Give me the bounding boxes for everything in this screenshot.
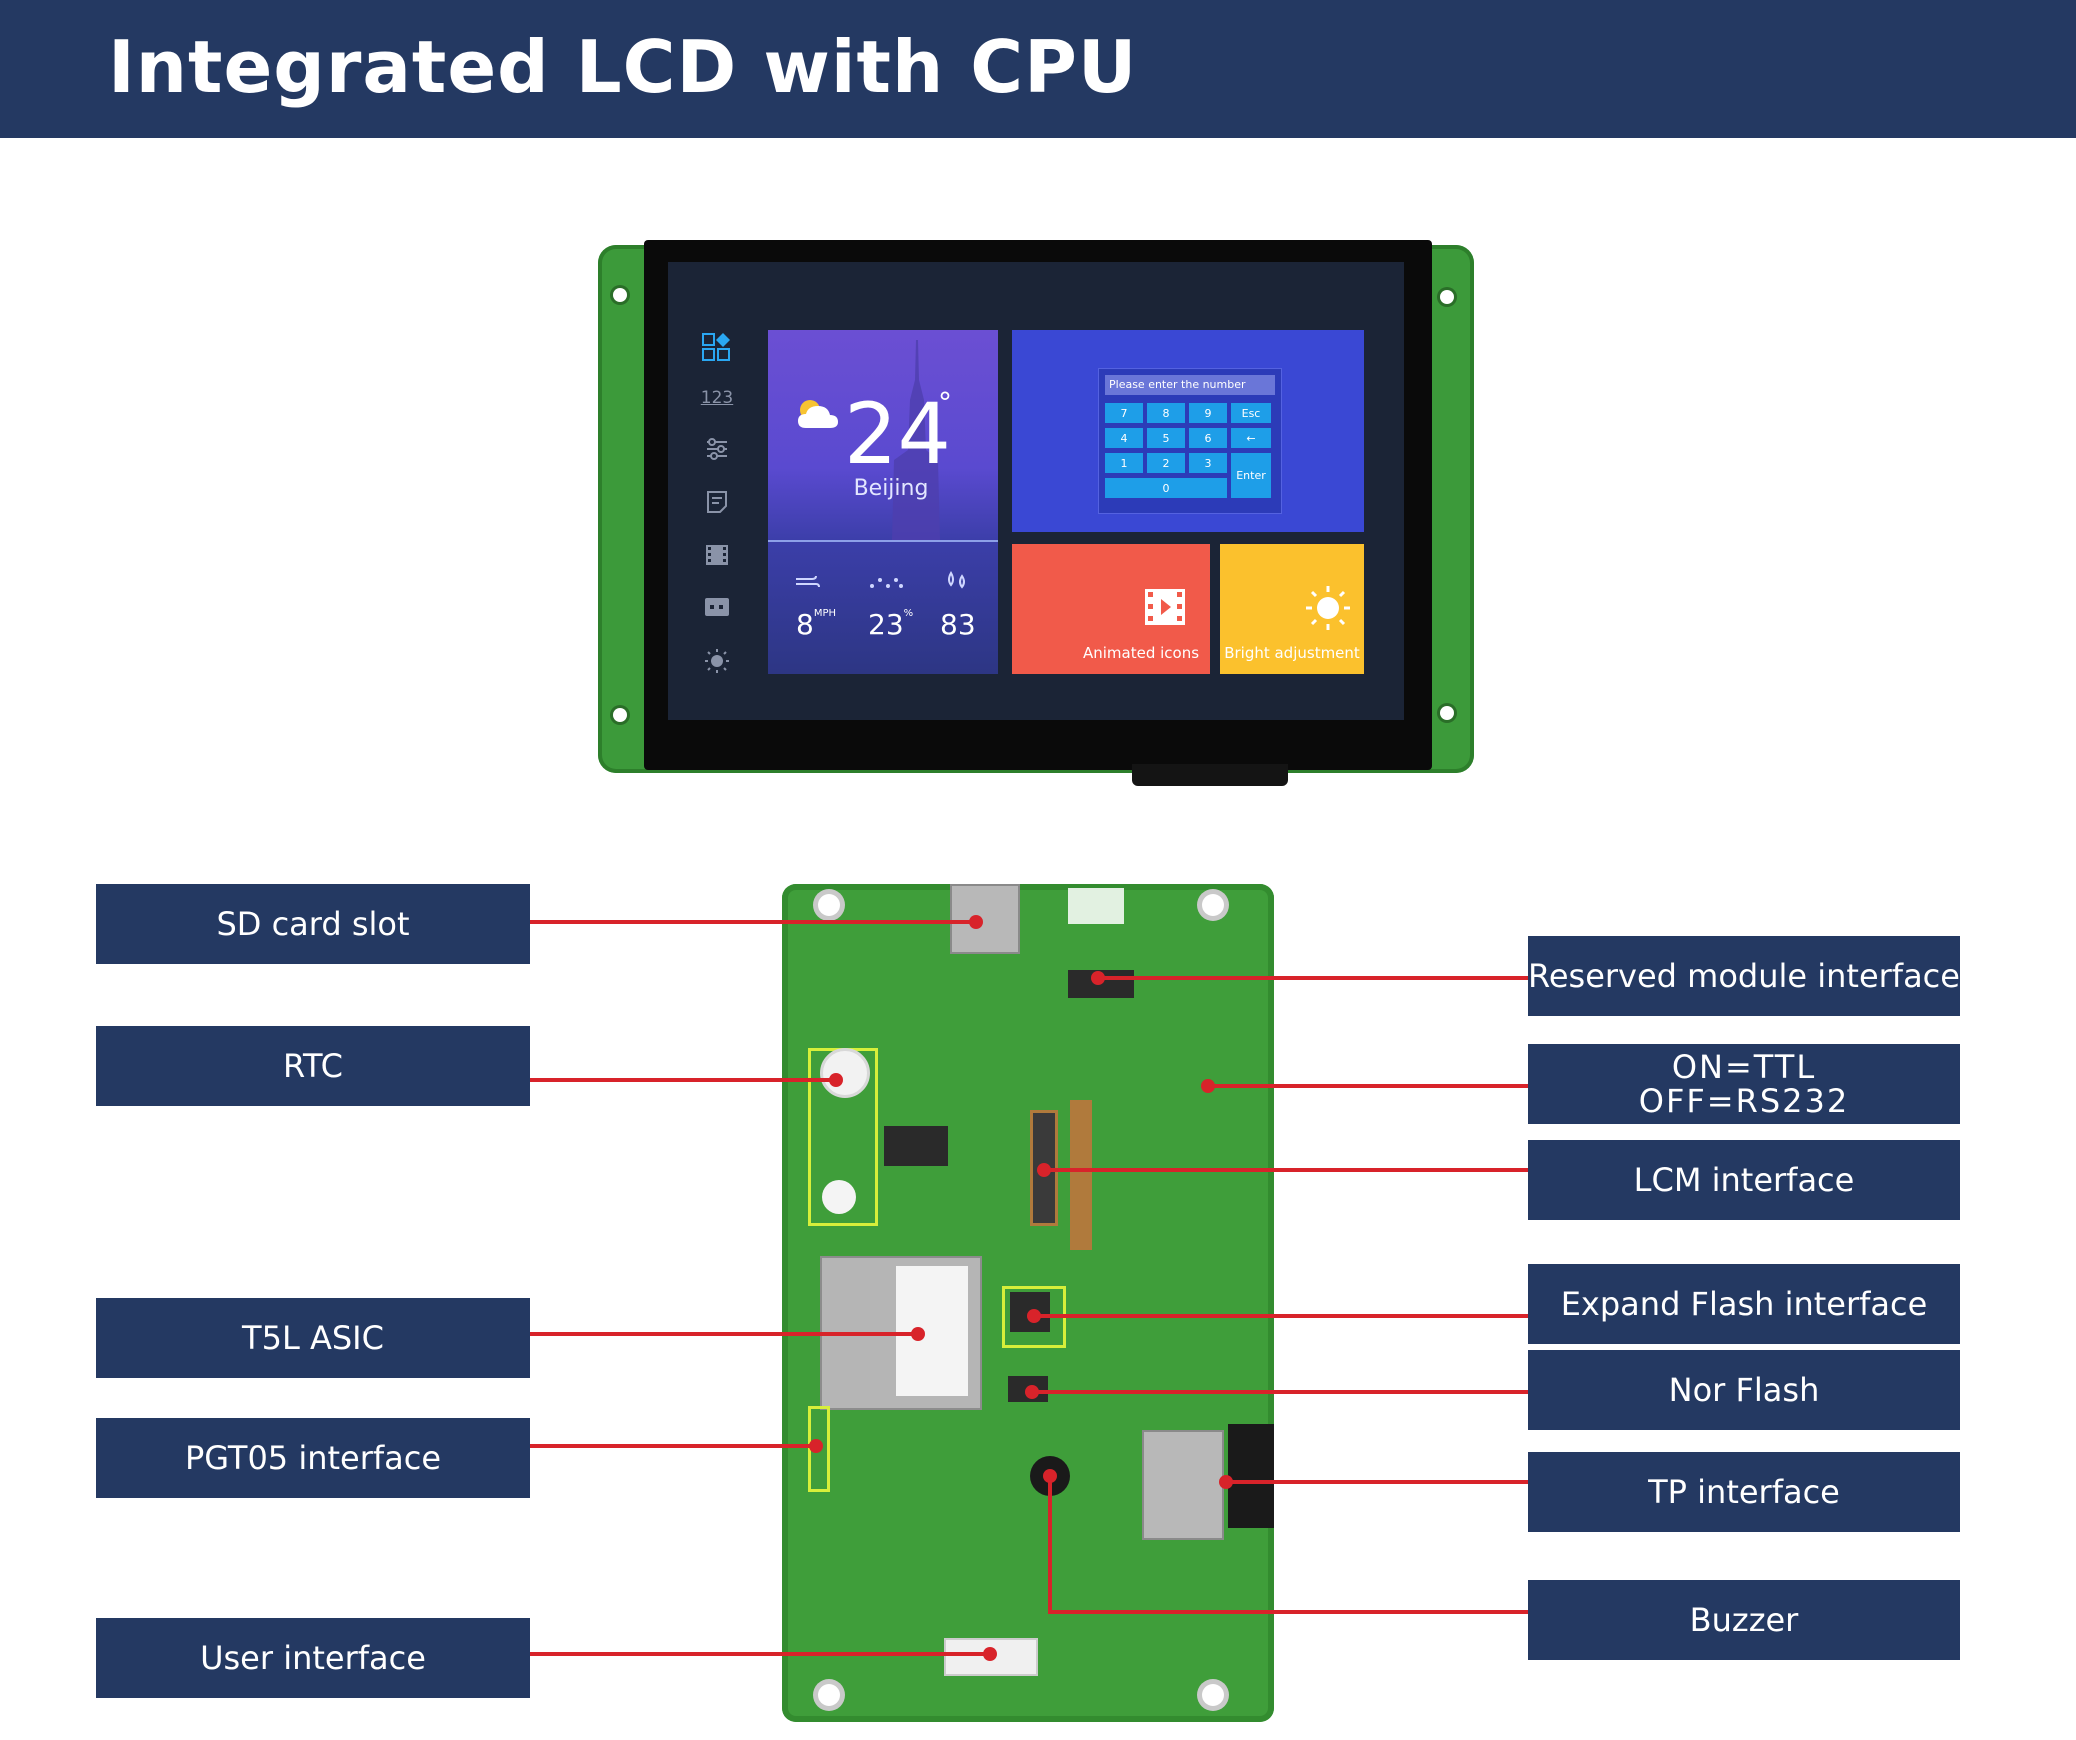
- animated-icons-label: Animated icons: [1082, 644, 1200, 662]
- key-8[interactable]: 8: [1147, 403, 1185, 423]
- pcb-mount-hole: [1202, 1684, 1224, 1706]
- ic-chip: [884, 1126, 948, 1166]
- key-esc[interactable]: Esc: [1231, 403, 1271, 423]
- pcb-mount-hole: [1202, 894, 1224, 916]
- label-tp-interface: TP interface: [1528, 1452, 1960, 1532]
- keypad-panel: Please enter the number 7 8 9 Esc 4 5 6 …: [1098, 368, 1282, 514]
- pgt05-highlight-box: [808, 1406, 830, 1492]
- mount-hole: [613, 708, 627, 722]
- label-user-interface: User interface: [96, 1618, 530, 1698]
- header-banner: Integrated LCD with CPU: [0, 0, 2076, 138]
- label-pgt05-interface: PGT05 interface: [96, 1418, 530, 1498]
- rtc-battery: [820, 1048, 870, 1098]
- film-play-icon: [1145, 589, 1185, 625]
- animated-icons-tile[interactable]: Animated icons: [1012, 544, 1210, 674]
- key-6[interactable]: 6: [1189, 428, 1227, 448]
- wind-icon: [796, 575, 820, 588]
- mount-hole: [613, 288, 627, 302]
- note-icon[interactable]: [700, 487, 734, 517]
- tp-connector: [1228, 1424, 1274, 1528]
- key-2[interactable]: 2: [1147, 453, 1185, 473]
- key-1[interactable]: 1: [1105, 453, 1143, 473]
- city-name: Beijing: [853, 476, 929, 501]
- label-rtc: RTC: [96, 1026, 530, 1106]
- label-reserved-module-interface: Reserved module interface: [1528, 936, 1960, 1016]
- label-on-ttl-off-rs232: ON=TTL OFF=RS232: [1528, 1044, 1960, 1124]
- pcb-mount-hole: [818, 1684, 840, 1706]
- lcm-ribbon: [1070, 1100, 1092, 1250]
- label-nor-flash: Nor Flash: [1528, 1350, 1960, 1430]
- rtc-crystal: [822, 1180, 856, 1214]
- keyboard-icon[interactable]: [700, 592, 734, 622]
- key-backspace[interactable]: ←: [1231, 428, 1271, 448]
- brightness-icon[interactable]: [700, 646, 734, 676]
- keypad-tile[interactable]: Please enter the number 7 8 9 Esc 4 5 6 …: [1012, 330, 1364, 532]
- label-lcm-interface: LCM interface: [1528, 1140, 1960, 1220]
- skyscraper-icon: [892, 340, 940, 540]
- key-4[interactable]: 4: [1105, 428, 1143, 448]
- weather-divider: [768, 540, 998, 542]
- sun-icon: [1306, 586, 1350, 630]
- sliders-icon[interactable]: [700, 434, 734, 464]
- mount-hole: [1440, 706, 1454, 720]
- asic-barcode-label: [896, 1266, 968, 1396]
- rain-level: 83: [940, 608, 976, 641]
- label-sd-card-slot: SD card slot: [96, 884, 530, 964]
- partly-cloudy-icon: [798, 400, 838, 428]
- rain-drops-icon: [948, 570, 965, 589]
- humidity-dots-icon: [870, 578, 903, 588]
- page-title: Integrated LCD with CPU: [108, 25, 1138, 109]
- label-buzzer: Buzzer: [1528, 1580, 1960, 1660]
- mount-hole: [1440, 290, 1454, 304]
- film-icon[interactable]: [700, 540, 734, 570]
- key-5[interactable]: 5: [1147, 428, 1185, 448]
- key-7[interactable]: 7: [1105, 403, 1143, 423]
- keypad-prompt: Please enter the number: [1105, 375, 1275, 395]
- numeric-icon[interactable]: 123: [700, 388, 734, 408]
- sd-card-slot-component: [950, 884, 1020, 954]
- temperature-value: 24: [844, 385, 951, 483]
- label-t5l-asic: T5L ASIC: [96, 1298, 530, 1378]
- degree-symbol: °: [938, 386, 952, 419]
- key-0[interactable]: 0: [1105, 478, 1227, 498]
- fpc-connector: [1132, 764, 1288, 786]
- leader-buzzer: [1048, 1476, 1528, 1614]
- bright-adjustment-tile[interactable]: Bright adjustment: [1220, 544, 1364, 674]
- label-expand-flash-interface: Expand Flash interface: [1528, 1264, 1960, 1344]
- antenna-pattern: [1068, 888, 1124, 924]
- pcb-mount-hole: [818, 894, 840, 916]
- key-9[interactable]: 9: [1189, 403, 1227, 423]
- apps-icon[interactable]: [700, 332, 734, 362]
- weather-tile[interactable]: 24 ° Beijing 8MPH 23% 83: [768, 330, 998, 674]
- humidity: 23%: [868, 608, 914, 641]
- key-3[interactable]: 3: [1189, 453, 1227, 473]
- bright-adjustment-label: Bright adjustment: [1224, 644, 1360, 662]
- label-off-rs232-line: OFF=RS232: [1638, 1082, 1850, 1120]
- label-on-ttl-line: ON=TTL: [1671, 1048, 1817, 1086]
- key-enter[interactable]: Enter: [1231, 453, 1271, 498]
- wind-speed: 8MPH: [796, 608, 837, 641]
